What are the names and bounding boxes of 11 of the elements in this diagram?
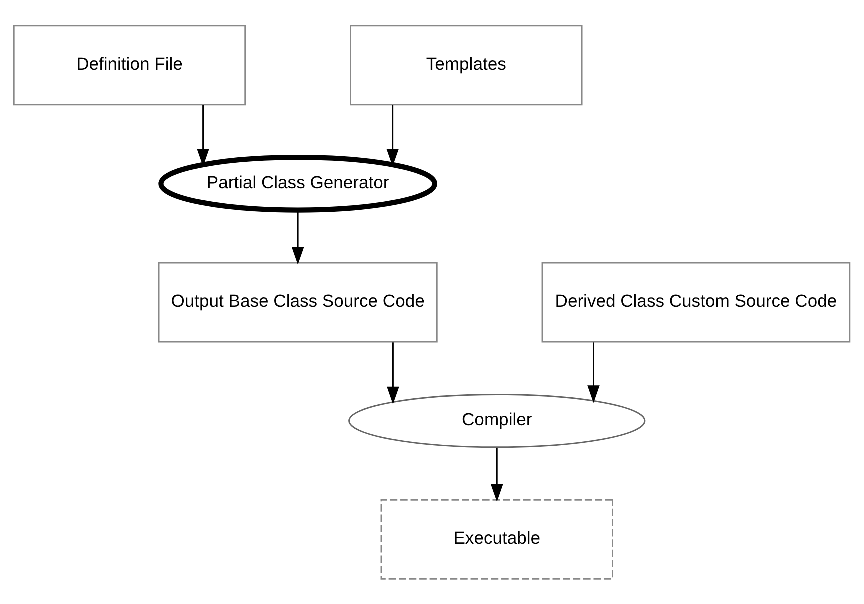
node-ellipse: Partial Class Generator xyxy=(158,154,438,212)
node-box: Templates xyxy=(350,24,583,106)
node-box: Definition File xyxy=(13,24,246,106)
node-box: Output Base Class Source Code xyxy=(158,262,438,342)
node-box: Derived Class Custom Source Code xyxy=(542,262,851,342)
node-ellipse: Compiler xyxy=(348,393,646,448)
arrow xyxy=(292,210,304,264)
node-box: Executable xyxy=(380,498,614,580)
arrow xyxy=(490,447,504,502)
arrow xyxy=(588,342,600,403)
arrow xyxy=(387,342,400,404)
